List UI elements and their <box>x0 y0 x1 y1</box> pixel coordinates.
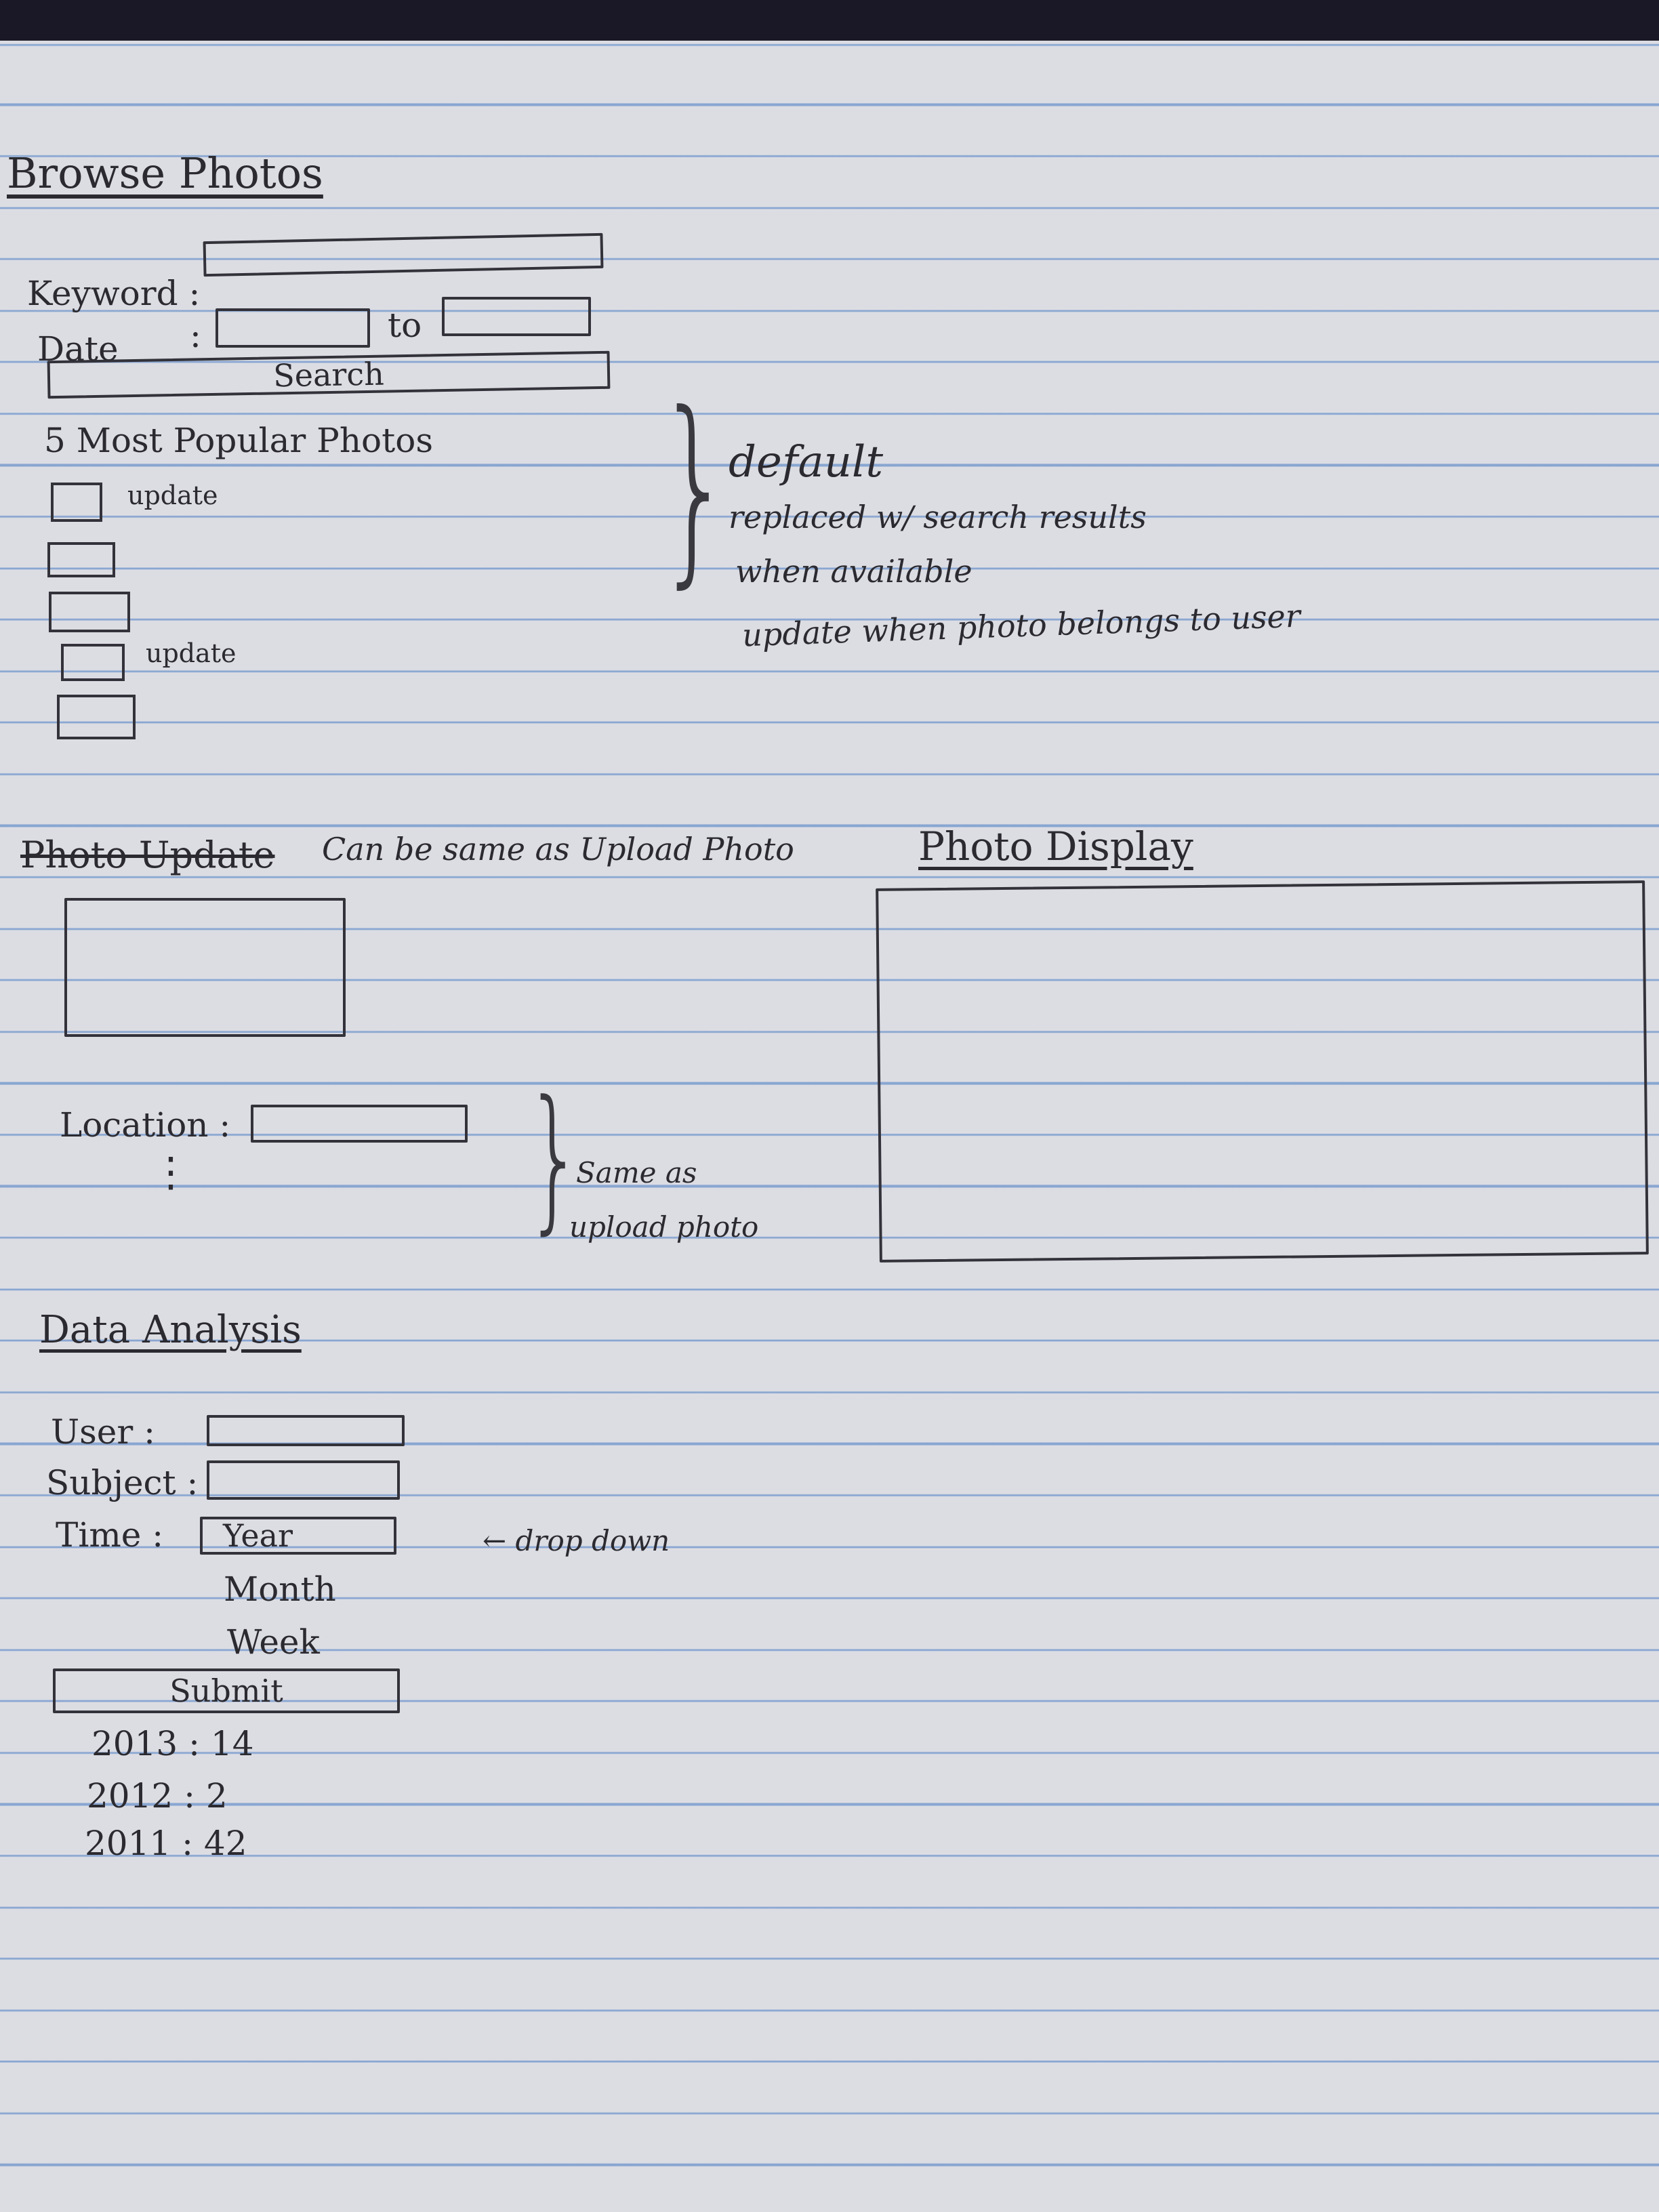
location-note-upload: upload photo <box>569 1210 759 1244</box>
popular-photo-4-update[interactable]: update <box>146 638 237 668</box>
date-label: Date <box>37 329 119 369</box>
popular-note-replaced: replaced w/ search results <box>729 499 1147 535</box>
popular-note-default: default <box>729 437 884 487</box>
popular-photo-5[interactable] <box>57 695 136 739</box>
date-from-input[interactable] <box>216 308 370 348</box>
data-analysis-title: Data Analysis <box>39 1308 302 1352</box>
popular-photo-1-update[interactable]: update <box>127 480 218 510</box>
keyword-label: Keyword : <box>27 274 201 313</box>
photo-display-area[interactable] <box>876 880 1649 1263</box>
background-edge <box>0 0 1659 41</box>
popular-photo-1[interactable] <box>51 483 102 522</box>
photo-display-title: Photo Display <box>918 823 1193 869</box>
result-row-2011: 2011 : 42 <box>85 1824 247 1863</box>
user-label: User : <box>51 1412 156 1452</box>
popular-photo-2[interactable] <box>47 542 115 577</box>
photo-update-preview[interactable] <box>64 898 346 1037</box>
location-note-same: Same as <box>576 1156 697 1189</box>
popular-brace: } <box>656 369 734 606</box>
photo-update-note: Can be same as Upload Photo <box>322 831 794 867</box>
more-fields-ellipsis: ⋮ <box>150 1149 191 1196</box>
user-input[interactable] <box>207 1415 405 1446</box>
subject-label: Subject : <box>46 1463 199 1502</box>
photo-update-title: Photo Update <box>20 834 275 876</box>
subject-input[interactable] <box>207 1460 400 1500</box>
submit-button[interactable]: Submit <box>53 1668 400 1713</box>
popular-photos-title: 5 Most Popular Photos <box>44 421 433 460</box>
time-option-week[interactable]: Week <box>227 1622 320 1662</box>
popular-photo-3[interactable] <box>49 592 130 632</box>
submit-button-label: Submit <box>169 1673 283 1709</box>
result-row-2012: 2012 : 2 <box>87 1776 228 1816</box>
date-to-input[interactable] <box>442 297 591 336</box>
date-colon: : <box>190 316 201 355</box>
notebook-paper <box>0 41 1659 2212</box>
time-dropdown-selected: Year <box>223 1517 293 1554</box>
popular-note-when: when available <box>735 553 972 590</box>
time-option-month[interactable]: Month <box>224 1570 336 1609</box>
popular-photo-4[interactable] <box>61 644 125 681</box>
search-button-label: Search <box>272 355 385 394</box>
date-to-label: to <box>388 306 422 345</box>
location-brace: } <box>525 1068 585 1249</box>
location-input[interactable] <box>251 1105 468 1143</box>
location-label: Location : <box>60 1105 231 1145</box>
time-dropdown[interactable]: Year <box>200 1517 396 1555</box>
result-row-2013: 2013 : 14 <box>91 1724 254 1763</box>
browse-photos-title: Browse Photos <box>7 148 323 198</box>
dropdown-note: ← drop down <box>483 1524 670 1557</box>
time-label: Time : <box>56 1515 164 1555</box>
